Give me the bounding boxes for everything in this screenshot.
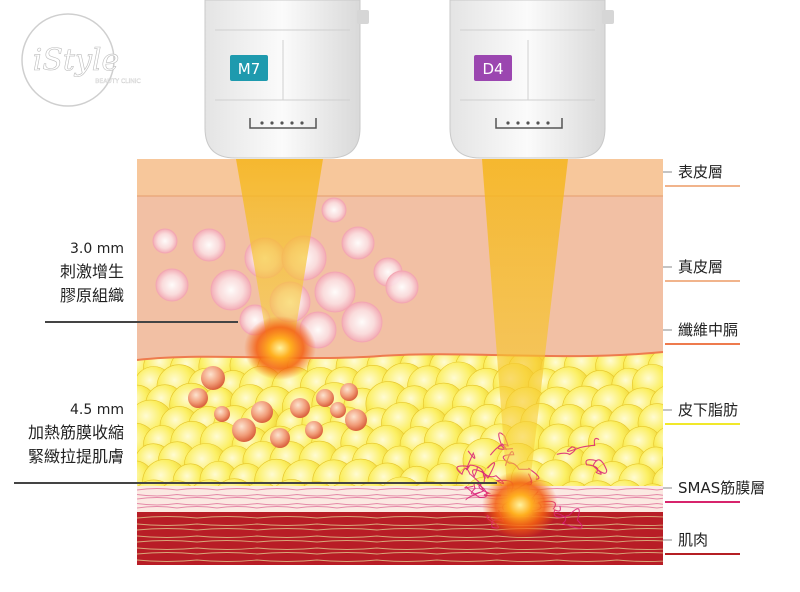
layer-label-4: SMAS筋膜層: [678, 479, 765, 497]
muscle-fiber: [137, 523, 663, 526]
transducer-badge-m7: [230, 55, 268, 81]
collagen-bubble: [321, 197, 347, 223]
collagen-bubble: [192, 228, 226, 262]
smas-fiber: [137, 493, 663, 497]
smas-fiber: [137, 506, 663, 509]
muscle-fiber: [137, 552, 663, 555]
heated-fat-cell: [201, 366, 225, 390]
muscle-fiber: [137, 535, 663, 538]
logo-brand: iStyle: [33, 43, 120, 78]
depth-value-3mm: 3.0 mm: [70, 241, 124, 257]
muscle-layer: [137, 512, 663, 565]
heated-fat-cell: [251, 401, 273, 423]
muscle-fiber: [137, 559, 663, 562]
collagen-bubble: [152, 228, 178, 254]
fascia-fiber: [556, 437, 600, 456]
heated-fat-cell: [290, 398, 310, 418]
muscle-fibers: [137, 516, 663, 562]
layer-label-0: 表皮層: [678, 163, 723, 181]
smas-fiber: [137, 497, 663, 500]
smas-fibers: [137, 488, 663, 509]
transducer-m7[interactable]: M7: [204, 0, 369, 159]
depth-annotation-4-5mm: 4.5 mm 加熱筋膜收縮 緊緻拉提肌膚: [14, 402, 497, 484]
muscle-fiber: [137, 540, 663, 543]
focal-point-4-5mm: [482, 471, 558, 539]
heated-fat-cell: [214, 406, 230, 422]
logo-subtitle: BEAUTY CLINIC: [95, 78, 140, 85]
fat-cell: [662, 441, 663, 481]
heated-fat-cell: [270, 428, 290, 448]
fibrous-septum-line: [137, 351, 663, 361]
collagen-bubble: [341, 226, 375, 260]
heated-fat-cells: [188, 366, 367, 448]
beam-m7: [236, 159, 323, 346]
epidermis-layer: [137, 159, 663, 196]
fascia-fiber: [456, 465, 485, 501]
beam-d4: [482, 159, 568, 500]
fascia-fiber: [466, 450, 485, 478]
collagen-bubble: [341, 301, 383, 343]
layer-label-5: 肌肉: [678, 531, 708, 549]
heated-fat-cell: [232, 418, 256, 442]
brand-logo: iStyle BEAUTY CLINIC: [21, 13, 141, 107]
transducer-label-d4: D4: [482, 60, 503, 78]
layer-label-3: 皮下脂肪: [678, 401, 738, 419]
logo-ring: [21, 13, 115, 107]
heated-fat-cell: [316, 389, 334, 407]
depth-annotation-3mm: 3.0 mm 刺激增生 膠原組織: [45, 241, 238, 323]
heated-fat-cell: [305, 421, 323, 439]
muscle-fiber: [137, 516, 663, 519]
depth-effect-3mm-line2: 膠原組織: [60, 286, 124, 305]
layer-label-2: 纖維中膈: [678, 321, 738, 339]
collagen-bubble: [385, 270, 419, 304]
fascia-fiber: [585, 459, 608, 475]
transducer-badge-d4: [474, 55, 512, 81]
layer-label-1: 真皮層: [678, 258, 723, 276]
depth-effect-4-5mm-line2: 緊緻拉提肌膚: [28, 447, 124, 466]
transducer-d4[interactable]: D4: [449, 0, 614, 159]
heated-fat-cell: [188, 388, 208, 408]
depth-value-4-5mm: 4.5 mm: [70, 402, 124, 418]
heated-fat-cell: [330, 402, 346, 418]
collagen-bubble: [155, 268, 189, 302]
heated-fat-cell: [345, 409, 367, 431]
collagen-bubble: [314, 271, 356, 313]
smas-fiber: [137, 502, 663, 506]
heated-fat-cell: [340, 383, 358, 401]
depth-effect-3mm-line1: 刺激增生: [60, 262, 124, 281]
transducer-label-m7: M7: [238, 60, 261, 78]
smas-fiber: [137, 488, 663, 491]
focal-point-3mm: [244, 316, 316, 380]
depth-effect-4-5mm-line1: 加熱筋膜收縮: [28, 423, 124, 442]
skin-cross-section: [137, 159, 663, 565]
collagen-bubble: [210, 269, 252, 311]
muscle-fiber: [137, 547, 663, 550]
muscle-fiber: [137, 528, 663, 531]
